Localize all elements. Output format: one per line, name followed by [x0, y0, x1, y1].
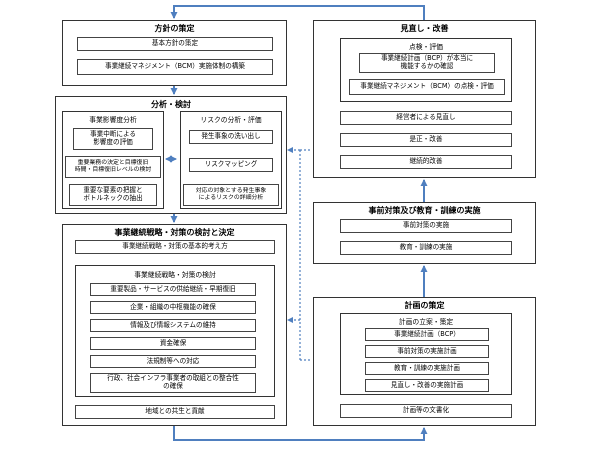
arrow-review-policy — [170, 5, 425, 20]
plan-group: 計画の立案・策定 事業継続計画（BCP） 事前対策の実施計画 教育・訓練の実施計… — [340, 313, 512, 395]
implementation-measures-box: 事前対策の実施 — [340, 219, 512, 233]
strategy-supply-box: 重要製品・サービスの供給継続・早期復旧 — [90, 283, 256, 296]
bia-group: 事業影響度分析 事業中断による 影響度の評価 重要業務の決定と目標復旧 時間・目… — [62, 111, 164, 209]
strategy-frame: 事業継続戦略・対策の検討と決定 事業継続戦略・対策の基本的考え方 事業継続戦略・… — [62, 224, 287, 426]
review-management-box: 経営者による見直し — [340, 111, 512, 125]
review-frame: 見直し・改善 点検・評価 事業継続計画（BCP）が本当に 機能するかの確認 事業… — [313, 20, 536, 178]
review-title: 見直し・改善 — [400, 24, 449, 33]
analysis-frame: 分析・検討 事業影響度分析 事業中断による 影響度の評価 重要業務の決定と目標復… — [55, 96, 287, 214]
strategy-title: 事業継続戦略・対策の検討と決定 — [114, 228, 235, 237]
policy-structure-box: 事業継続マネジメント（BCM）実施体制の構築 — [77, 59, 273, 75]
strategy-fund-box: 資金確保 — [90, 337, 256, 350]
strategy-community-box: 地域との共生と貢献 — [75, 405, 275, 419]
check-bcp-box: 事業継続計画（BCP）が本当に 機能するかの確認 — [359, 53, 495, 73]
implementation-title: 事前対策及び教育・訓練の実施 — [368, 206, 481, 215]
strategy-group: 事業継続戦略・対策の検討 重要製品・サービスの供給継続・早期復旧 企業・組織の中… — [75, 265, 275, 397]
bia-title: 事業影響度分析 — [89, 116, 137, 124]
policy-title: 方針の策定 — [154, 24, 195, 33]
policy-frame: 方針の策定 基本方針の策定 事業継続マネジメント（BCM）実施体制の構築 — [62, 20, 287, 86]
strategy-core-box: 企業・組織の中枢機能の確保 — [90, 301, 256, 314]
plan-bcp-box: 事業継続計画（BCP） — [365, 328, 489, 341]
implementation-training-box: 教育・訓練の実施 — [340, 241, 512, 255]
risk-group: リスクの分析・評価 発生事象の洗い出し リスクマッピング 対応の対象とする発生事… — [180, 111, 282, 209]
plan-frame: 計画の策定 計画の立案・策定 事業継続計画（BCP） 事前対策の実施計画 教育・… — [313, 297, 536, 426]
plan-doc-box: 計画等の文書化 — [340, 404, 512, 418]
bia-priority-box: 重要業務の決定と目標復旧 時間・目標復旧レベルの検討 — [65, 156, 161, 178]
bia-bottleneck-box: 重要な要素の把握と ボトルネックの抽出 — [69, 184, 157, 206]
check-title: 点検・評価 — [409, 43, 443, 51]
review-correction-box: 是正・改善 — [340, 133, 512, 147]
plan-measures-box: 事前対策の実施計画 — [365, 345, 489, 358]
policy-basic-box: 基本方針の策定 — [77, 37, 273, 51]
implementation-frame: 事前対策及び教育・訓練の実施 事前対策の実施 教育・訓練の実施 — [313, 202, 536, 264]
strategy-group-title: 事業継続戦略・対策の検討 — [134, 271, 216, 279]
review-continuous-box: 継続的改善 — [340, 155, 512, 169]
strategy-infra-box: 行政、社会インフラ事業者の取組との整合性 の確保 — [90, 373, 256, 393]
plan-review-box: 見直し・改善の実施計画 — [365, 379, 489, 392]
plan-group-title: 計画の立案・策定 — [398, 318, 454, 326]
strategy-basic-box: 事業継続戦略・対策の基本的考え方 — [75, 240, 275, 254]
arrow-strategy-plan — [173, 426, 428, 441]
dotted-head-analysis — [287, 147, 293, 153]
risk-mapping-box: リスクマッピング — [189, 158, 273, 172]
check-group: 点検・評価 事業継続計画（BCP）が本当に 機能するかの確認 事業継続マネジメン… — [340, 38, 512, 102]
check-bcm-box: 事業継続マネジメント（BCM）の点検・評価 — [349, 79, 505, 95]
risk-events-box: 発生事象の洗い出し — [189, 130, 273, 144]
risk-detail-box: 対応の対象とする発生事象 によるリスクの詳細分析 — [183, 184, 279, 206]
strategy-legal-box: 法規制等への対応 — [90, 355, 256, 368]
plan-title: 計画の策定 — [404, 301, 445, 310]
risk-title: リスクの分析・評価 — [200, 116, 262, 124]
bia-impact-box: 事業中断による 影響度の評価 — [73, 128, 153, 150]
plan-training-box: 教育・訓練の実施計画 — [365, 362, 489, 375]
analysis-title: 分析・検討 — [151, 100, 191, 109]
dotted-head-strategy — [287, 317, 293, 323]
strategy-info-box: 情報及び情報システムの維持 — [90, 319, 256, 332]
